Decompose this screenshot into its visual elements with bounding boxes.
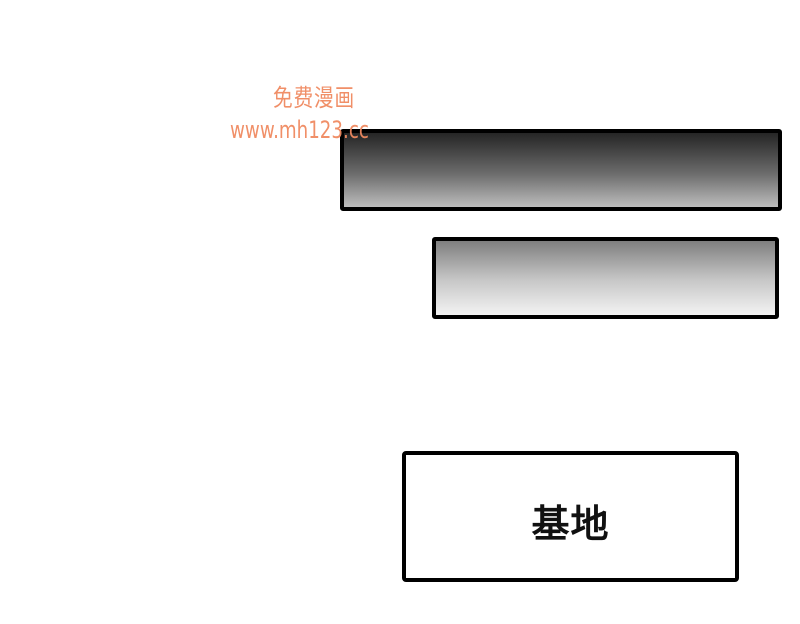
caption-text: 基地 [531,501,610,546]
watermark-title: 免费漫画 [273,84,355,112]
light-gradient-panel [432,237,779,319]
watermark-url: www.mh123.cc [230,116,369,144]
watermark: 免费漫画 www.mh123.cc [230,86,398,142]
dark-gradient-panel [340,129,782,211]
caption-box: 基地 [402,451,739,582]
